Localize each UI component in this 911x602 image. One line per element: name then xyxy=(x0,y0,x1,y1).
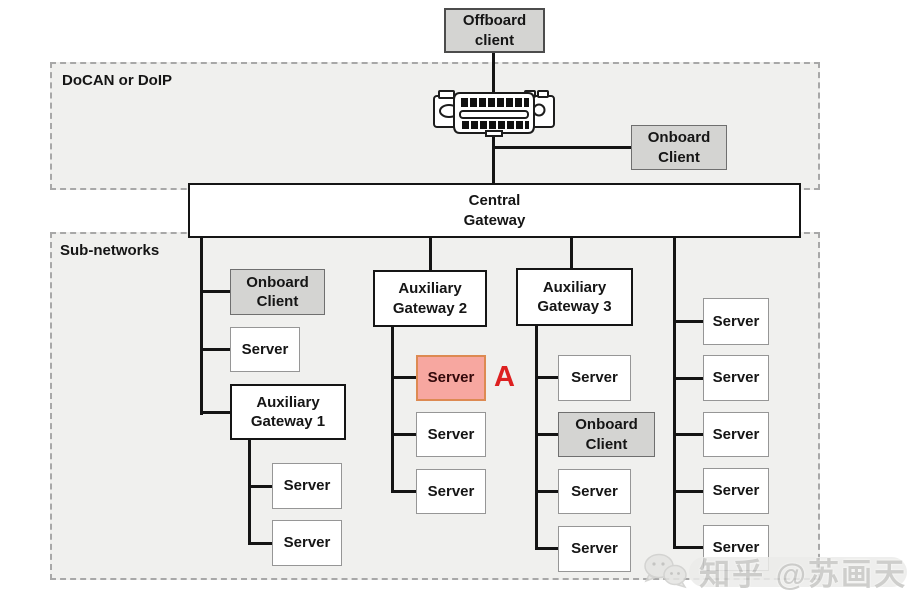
node-gw2-server-3: Server xyxy=(416,469,486,514)
node-gw3-server-1: Server xyxy=(558,355,631,401)
auxgw3-branch-server1 xyxy=(537,376,558,379)
auxgw2-branch-server2 xyxy=(393,433,416,436)
node-central-gateway: Central Gateway xyxy=(188,183,801,238)
auxgw3-bus-vertical xyxy=(535,325,538,550)
watermark: 知乎 @苏画天 xyxy=(639,549,908,594)
node-gw2-server-2: Server xyxy=(416,412,486,457)
highlight-marker-a: A xyxy=(494,361,515,393)
bus1-branch-onboard xyxy=(202,290,231,293)
auxgw3-branch-onboard xyxy=(537,433,558,436)
node-bus4-server-1: Server xyxy=(703,298,769,345)
node-gw1-server-2: Server xyxy=(272,520,342,566)
auxgw2-bus-vertical xyxy=(391,326,394,493)
auxgw1-branch-server2 xyxy=(250,542,273,545)
node-gw3-server-2: Server xyxy=(558,469,631,514)
bus1-branch-server xyxy=(202,348,231,351)
wechat-chat-bubbles-icon xyxy=(644,553,687,588)
node-offboard-client: Offboard client xyxy=(444,8,545,53)
drop-to-auxgw3 xyxy=(570,237,573,269)
watermark-text: 知乎 @苏画天 xyxy=(699,557,907,592)
auxgw2-branch-server3 xyxy=(393,490,416,493)
docan-region-label: DoCAN or DoIP xyxy=(62,72,172,89)
obd2-connector-icon xyxy=(433,90,555,137)
bus4-branch-server1 xyxy=(675,320,703,323)
auxgw1-bus-vertical xyxy=(248,440,251,545)
bus4-branch-server5 xyxy=(675,546,703,549)
node-gw3-onboard-client: Onboard Client xyxy=(558,412,655,457)
auxgw1-branch-server1 xyxy=(250,485,273,488)
bus1-branch-auxgw1 xyxy=(202,411,231,414)
sub-networks-region-label: Sub-networks xyxy=(60,242,160,259)
node-col1-server: Server xyxy=(230,327,300,372)
node-auxiliary-gateway-1: Auxiliary Gateway 1 xyxy=(230,384,346,440)
bus4-branch-server3 xyxy=(675,433,703,436)
node-bus4-server-2: Server xyxy=(703,355,769,401)
bus1-vertical xyxy=(200,237,203,415)
node-gw3-server-3: Server xyxy=(558,526,631,572)
line-to-onboard-client-top xyxy=(493,146,632,149)
node-auxiliary-gateway-2: Auxiliary Gateway 2 xyxy=(373,270,487,327)
drop-to-auxgw2 xyxy=(429,237,432,271)
node-bus4-server-4: Server xyxy=(703,468,769,514)
node-bus4-server-3: Server xyxy=(703,412,769,457)
bus4-vertical xyxy=(673,237,676,549)
auxgw2-branch-server-a xyxy=(393,376,416,379)
node-gw1-server-1: Server xyxy=(272,463,342,509)
node-auxiliary-gateway-3: Auxiliary Gateway 3 xyxy=(516,268,633,326)
node-col1-onboard-client: Onboard Client xyxy=(230,269,325,315)
bus4-branch-server4 xyxy=(675,490,703,493)
bus4-branch-server2 xyxy=(675,377,703,380)
node-onboard-client-top: Onboard Client xyxy=(631,125,727,170)
auxgw3-branch-server2 xyxy=(537,490,558,493)
watermark-band xyxy=(689,557,908,587)
node-gw2-server-highlighted: Server xyxy=(416,355,486,401)
auxgw3-branch-server3 xyxy=(537,547,558,550)
